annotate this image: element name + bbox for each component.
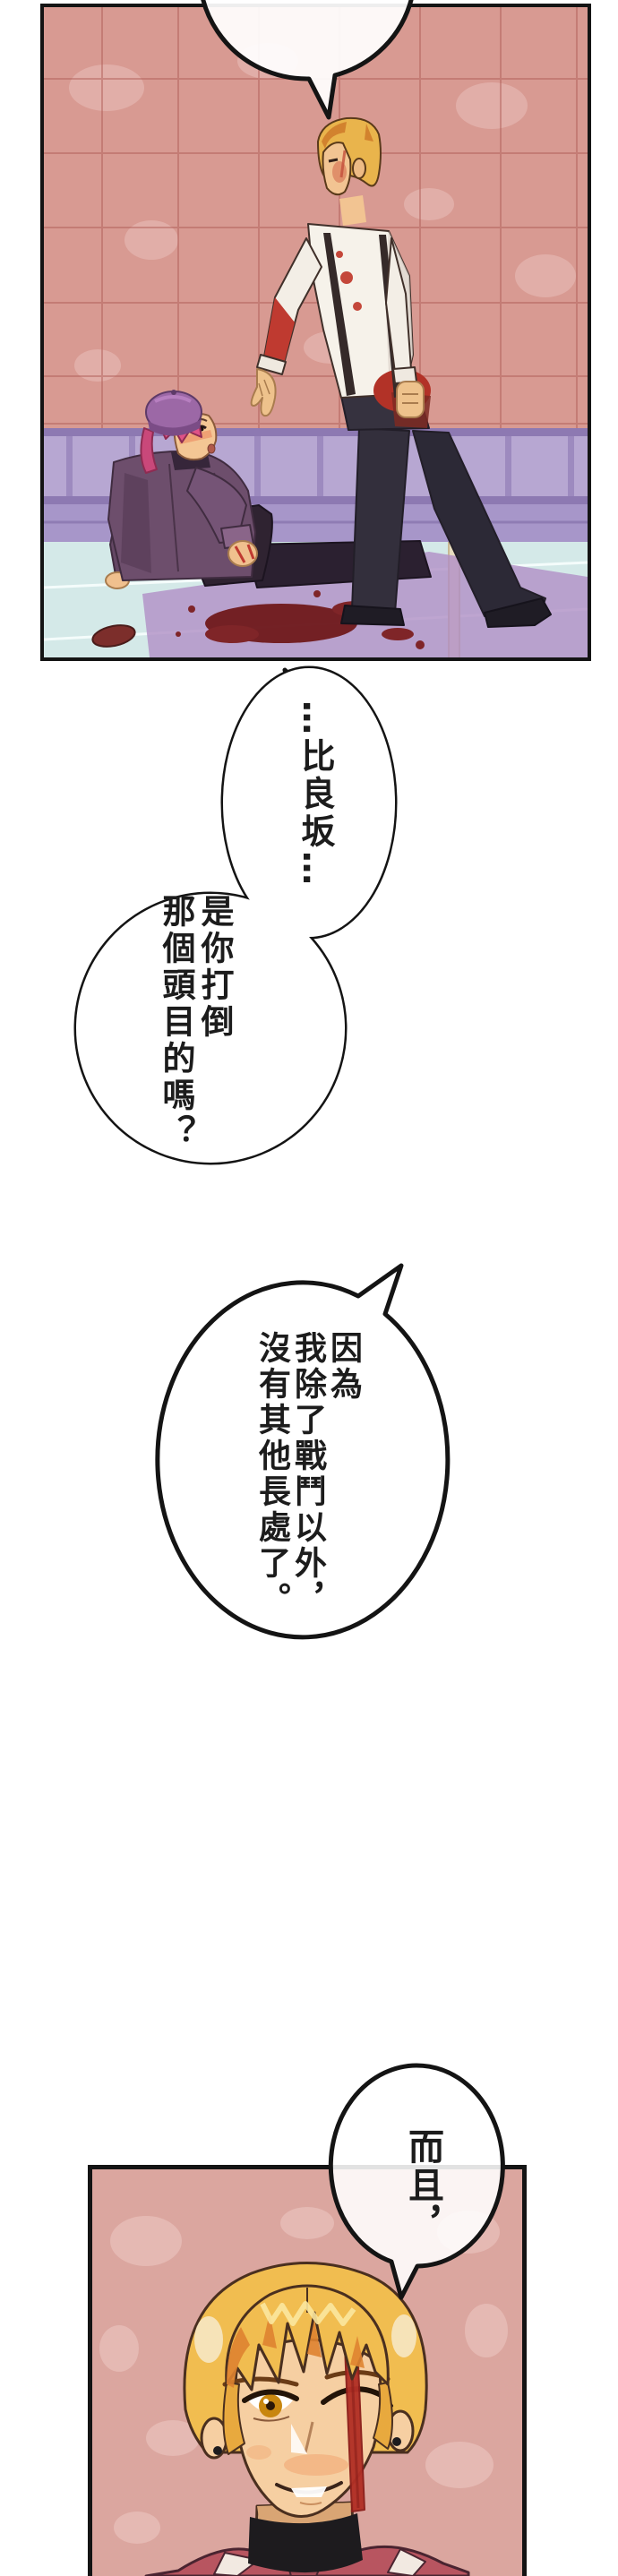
standing-man [250, 116, 552, 628]
side-lock-left [222, 2382, 245, 2455]
left-earring [213, 2446, 222, 2455]
mouth [207, 443, 216, 454]
lower-lip [299, 2502, 322, 2505]
blush-right [284, 2454, 348, 2476]
nose-highlight [291, 2424, 307, 2454]
bloody-sleeve [264, 297, 295, 364]
beret-band [148, 419, 202, 436]
black-collar [248, 2513, 363, 2573]
wall-mottling [69, 43, 576, 382]
right-fist [396, 381, 425, 418]
panel-face-closeup [88, 2165, 527, 2576]
nose-line [304, 2421, 314, 2453]
panel2-illustration [92, 2169, 522, 2576]
text-line: 我除了戰鬥以外， [289, 1331, 326, 1618]
blond-man-portrait [144, 2262, 470, 2576]
text-line: …比良坂… [296, 700, 335, 889]
speech-bubble-moreover [328, 2063, 505, 2300]
open-hand [250, 368, 277, 417]
teeth-glint [291, 2486, 327, 2497]
blush-left [246, 2445, 271, 2460]
hair-shading [227, 2313, 365, 2388]
upper-eyelid [242, 2389, 299, 2403]
bubble-text-reason: 因為 我除了戰鬥以外， 沒有其他長處了。 [253, 1331, 362, 1636]
bubble-text-moreover: 而且， [397, 2128, 449, 2254]
collar-wing-right [387, 2548, 426, 2576]
text-line: 而且， [402, 2128, 443, 2244]
shoe-left [340, 605, 405, 626]
text-line: 那個頭目的嗎？ [157, 894, 195, 1151]
downcast-eye [328, 158, 339, 163]
shoe-right [484, 597, 552, 628]
cuff [256, 354, 287, 375]
speech-bubble-top [201, 0, 414, 120]
side-hair [140, 427, 158, 474]
text-line: 沒有其他長處了。 [253, 1331, 290, 1618]
seated-person [91, 390, 432, 648]
right-earring [392, 2437, 401, 2446]
blush [178, 430, 212, 444]
text-line: 因為 [325, 1331, 362, 1403]
background-mottling [99, 2207, 508, 2544]
pale-patch-right [391, 2314, 416, 2357]
side-lock-right [373, 2382, 393, 2450]
bloodied-fingers [234, 544, 255, 563]
bubble-text-hirasaka: …比良坂… [291, 700, 340, 969]
lower-lid [253, 2416, 290, 2422]
neck [339, 195, 366, 226]
face-blood [339, 150, 347, 178]
maroon-shoe [91, 624, 136, 648]
text-line: 是你打倒 [195, 894, 234, 1041]
bubble-text-question: 是你打倒 那個頭目的嗎？ [157, 894, 234, 1163]
beret-highlight [154, 395, 192, 403]
ear [352, 158, 366, 179]
collar-wing-left [213, 2552, 260, 2576]
suspender-left [323, 233, 356, 396]
speech-bubble-reason [155, 1263, 451, 1640]
pupil [266, 2401, 275, 2410]
speech-bubble-hirasaka-question [73, 665, 398, 1165]
hair-highlight [260, 2301, 356, 2326]
pale-patch-left [194, 2316, 223, 2363]
eye-highlight [263, 2399, 269, 2404]
